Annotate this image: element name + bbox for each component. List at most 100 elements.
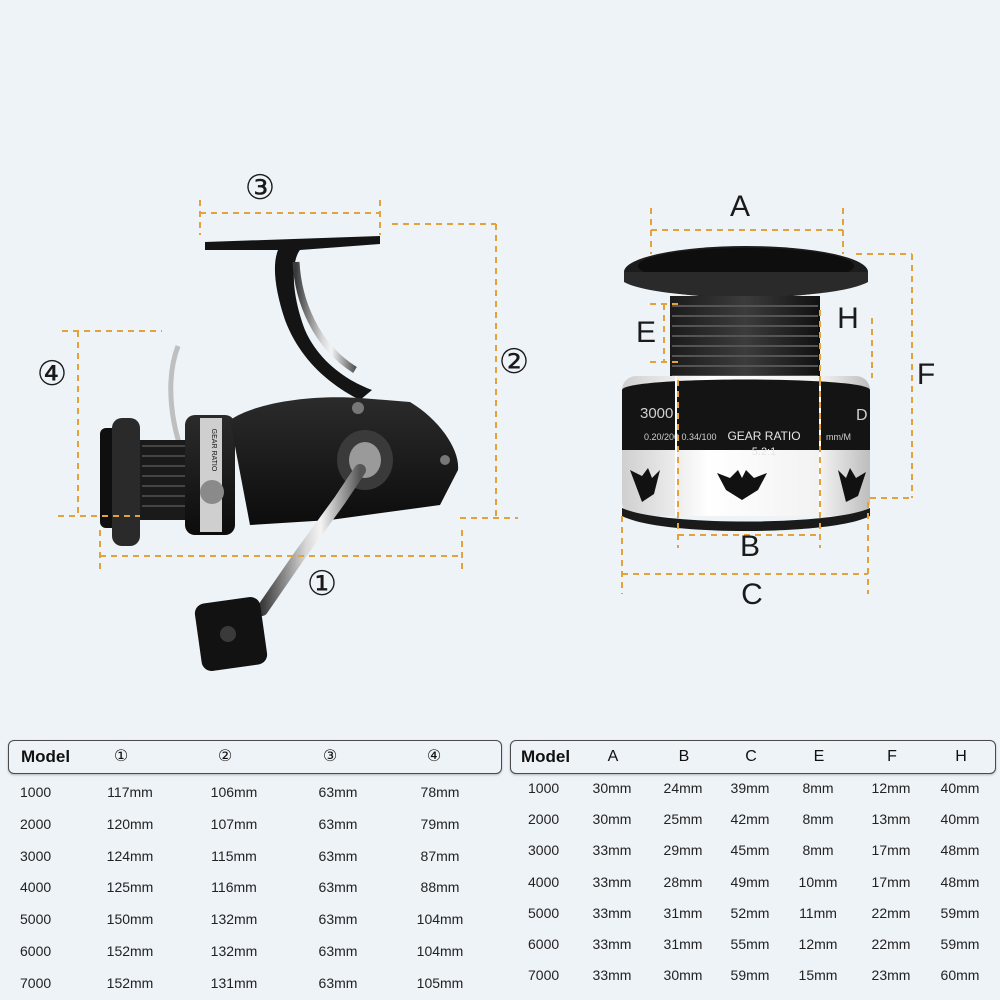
table-cell: 8mm [802, 842, 834, 859]
table-cell: 52mm [730, 904, 770, 921]
table-cell: 42mm [730, 811, 770, 828]
table-cell: 48mm [940, 873, 980, 890]
table-cell: 31mm [663, 936, 703, 952]
table-cell: 116mm [211, 879, 257, 896]
table-cell: 59mm [940, 936, 980, 952]
table-cell: 152mm [106, 943, 154, 959]
reel-dimension-lines [58, 200, 518, 574]
dimension-label-4: ④ [36, 355, 68, 393]
cell-model: 1000 [528, 780, 560, 796]
column-header-a: A [607, 748, 619, 765]
dimension-label-e: E [635, 316, 656, 349]
table-cell: 131mm [210, 974, 258, 991]
column-header-c: C [745, 748, 757, 765]
table-cell: 48mm [940, 842, 980, 859]
table-cell: 30mm [592, 811, 632, 828]
dimension-label-f: F [916, 358, 936, 391]
table-cell: 15mm [798, 967, 838, 984]
table-cell: 63mm [318, 879, 358, 896]
table-cell: 115mm [211, 847, 257, 864]
column-header-1: ① [113, 748, 129, 765]
cell-model: 2000 [20, 815, 52, 832]
table-cell: 22mm [871, 904, 911, 921]
dimension-label-h: H [837, 302, 859, 335]
table-cell: 22mm [871, 936, 911, 952]
table-cell: 39mm [730, 780, 770, 796]
table-cell: 87mm [420, 847, 460, 864]
table-header: Model A B C E F H [510, 740, 996, 774]
table-cell: 63mm [318, 943, 358, 959]
column-header-model: Model [21, 747, 71, 766]
table-cell: 8mm [802, 811, 834, 828]
table-cell: 120mm [106, 815, 154, 832]
bat-emblem-icon [717, 470, 767, 500]
table-cell: 55mm [730, 936, 770, 952]
spool-model-mark: 3000 [640, 405, 673, 422]
spool-line-spec: 0.20/200 0.34/100 [644, 432, 717, 442]
spool-side-letter: D [856, 407, 868, 424]
table-header: Model ① ② ③ ④ [8, 740, 502, 774]
product-illustration: GEAR RATIO [58, 200, 913, 671]
table-cell: 30mm [592, 780, 632, 796]
table-cell: 63mm [318, 847, 358, 864]
table-cell: 132mm [210, 943, 258, 959]
table-cell: 11mm [799, 904, 837, 921]
table-cell: 30mm [663, 967, 703, 984]
bat-emblem-icon [838, 468, 866, 502]
table-cell: 24mm [663, 780, 703, 796]
table-cell: 17mm [871, 873, 911, 890]
cell-model: 4000 [528, 873, 560, 890]
fishing-reel-image: GEAR RATIO [100, 236, 459, 671]
spool-side-mark: mm/M [826, 432, 851, 442]
spool-gear-ratio-value: 5.2:1 [752, 446, 776, 458]
table-cell: 23mm [871, 967, 911, 984]
table-cell: 124mm [106, 847, 154, 864]
table-cell: 8mm [802, 780, 834, 796]
bat-emblem-icon [630, 468, 660, 502]
table-cell: 17mm [871, 842, 911, 859]
column-header-3: ③ [322, 748, 338, 765]
table-cell: 59mm [730, 967, 770, 984]
cell-model: 6000 [20, 943, 52, 959]
table-cell: 88mm [420, 879, 460, 896]
table-cell: 25mm [663, 811, 703, 828]
table-cell: 150mm [106, 911, 154, 928]
table-cell: 105mm [416, 974, 464, 991]
cell-model: 7000 [528, 967, 560, 984]
table-cell: 63mm [318, 784, 358, 800]
table-cell: 33mm [592, 904, 632, 921]
table-cell: 33mm [592, 842, 632, 859]
column-header-2: ② [217, 748, 233, 765]
cell-model: 4000 [20, 879, 52, 896]
cell-model: 7000 [20, 974, 52, 991]
table-cell: 40mm [940, 811, 980, 828]
reel-side-print: GEAR RATIO [210, 429, 217, 472]
dimension-label-b: B [739, 530, 760, 563]
table-cell: 104mm [416, 911, 464, 928]
table-cell: 29mm [663, 842, 703, 859]
table-cell: 152mm [106, 974, 154, 991]
dimension-label-1: ① [306, 565, 338, 603]
dimension-label-a: A [729, 190, 750, 223]
table-cell: 28mm [663, 873, 703, 890]
table-cell: 63mm [318, 815, 358, 832]
cell-model: 3000 [528, 842, 560, 859]
spool-dimension-lines [621, 208, 913, 594]
table-cell: 45mm [730, 842, 770, 859]
table-cell: 49mm [730, 873, 770, 890]
table-cell: 33mm [592, 873, 632, 890]
table-cell: 106mm [210, 784, 258, 800]
cell-model: 2000 [528, 811, 560, 828]
